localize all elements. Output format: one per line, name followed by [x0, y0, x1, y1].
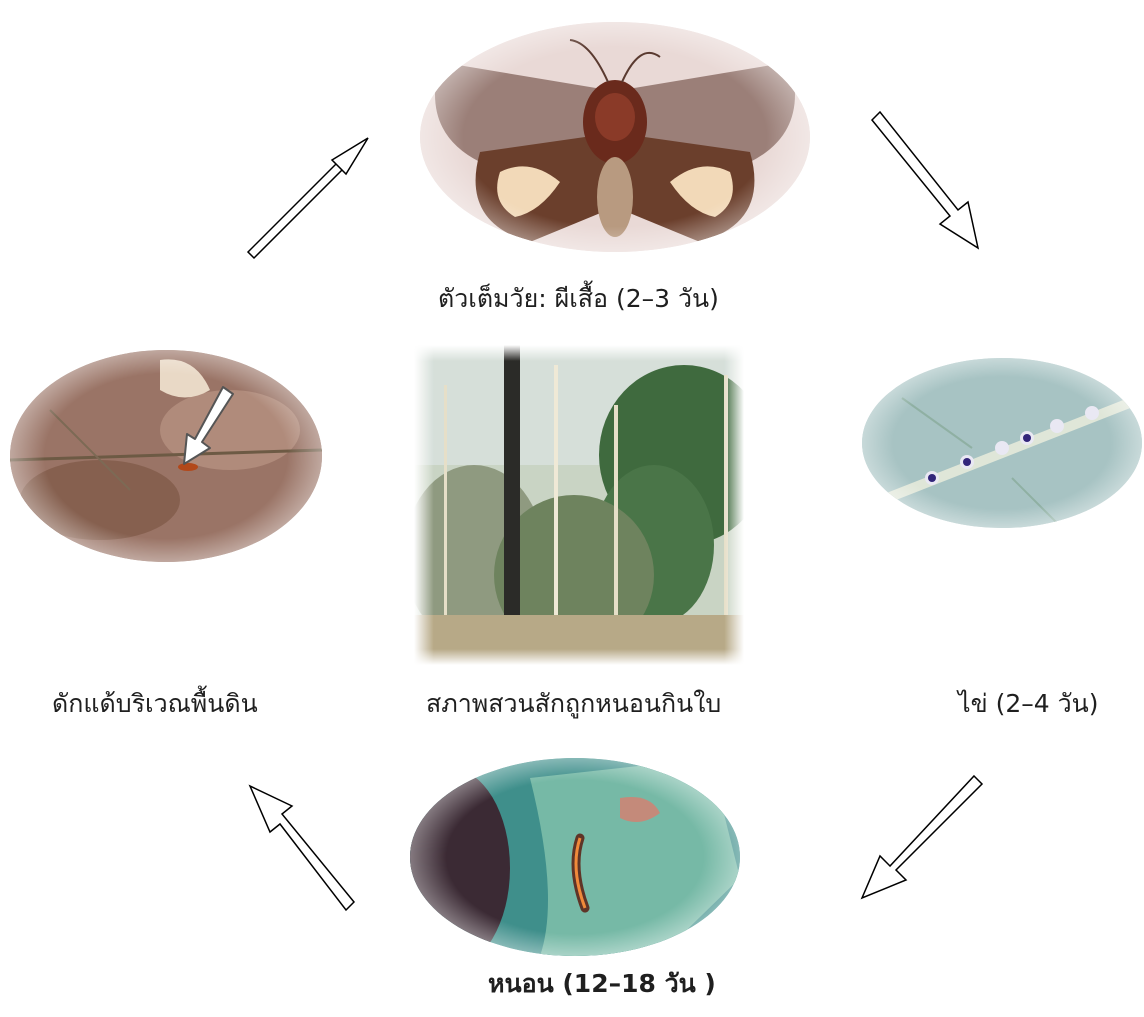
egg-stage-label: ไข่ (2–4 วัน)	[958, 688, 1099, 720]
hollow-arrow-icon-to-larva	[856, 770, 986, 906]
pupation-ground-photo	[10, 350, 322, 562]
egg-leaf-illustration	[862, 358, 1142, 528]
adult-moth-photo	[420, 22, 810, 252]
egg-photo	[862, 358, 1142, 528]
pupa-stage-label: ดักแด้บริเวณพื้นดิน	[52, 688, 258, 720]
hollow-arrow-icon-to-egg	[864, 106, 986, 256]
larva-stage-label: หนอน (12–18 วัน )	[488, 968, 716, 1000]
pupa-pointer-arrow	[178, 382, 238, 470]
teak-plantation-photo	[414, 345, 744, 665]
soil-illustration	[10, 350, 322, 562]
forest-illustration	[414, 345, 744, 665]
larva-leaf-illustration	[410, 758, 740, 956]
moth-illustration	[420, 22, 810, 252]
center-caption: สภาพสวนสักถูกหนอนกินใบ	[426, 688, 721, 720]
hollow-arrow-icon-to-pupa	[244, 772, 366, 914]
adult-stage-label: ตัวเต็มวัย: ผีเสื้อ (2–3 วัน)	[438, 283, 719, 315]
larva-photo	[410, 758, 740, 956]
hollow-arrow-icon-to-adult	[236, 128, 378, 268]
